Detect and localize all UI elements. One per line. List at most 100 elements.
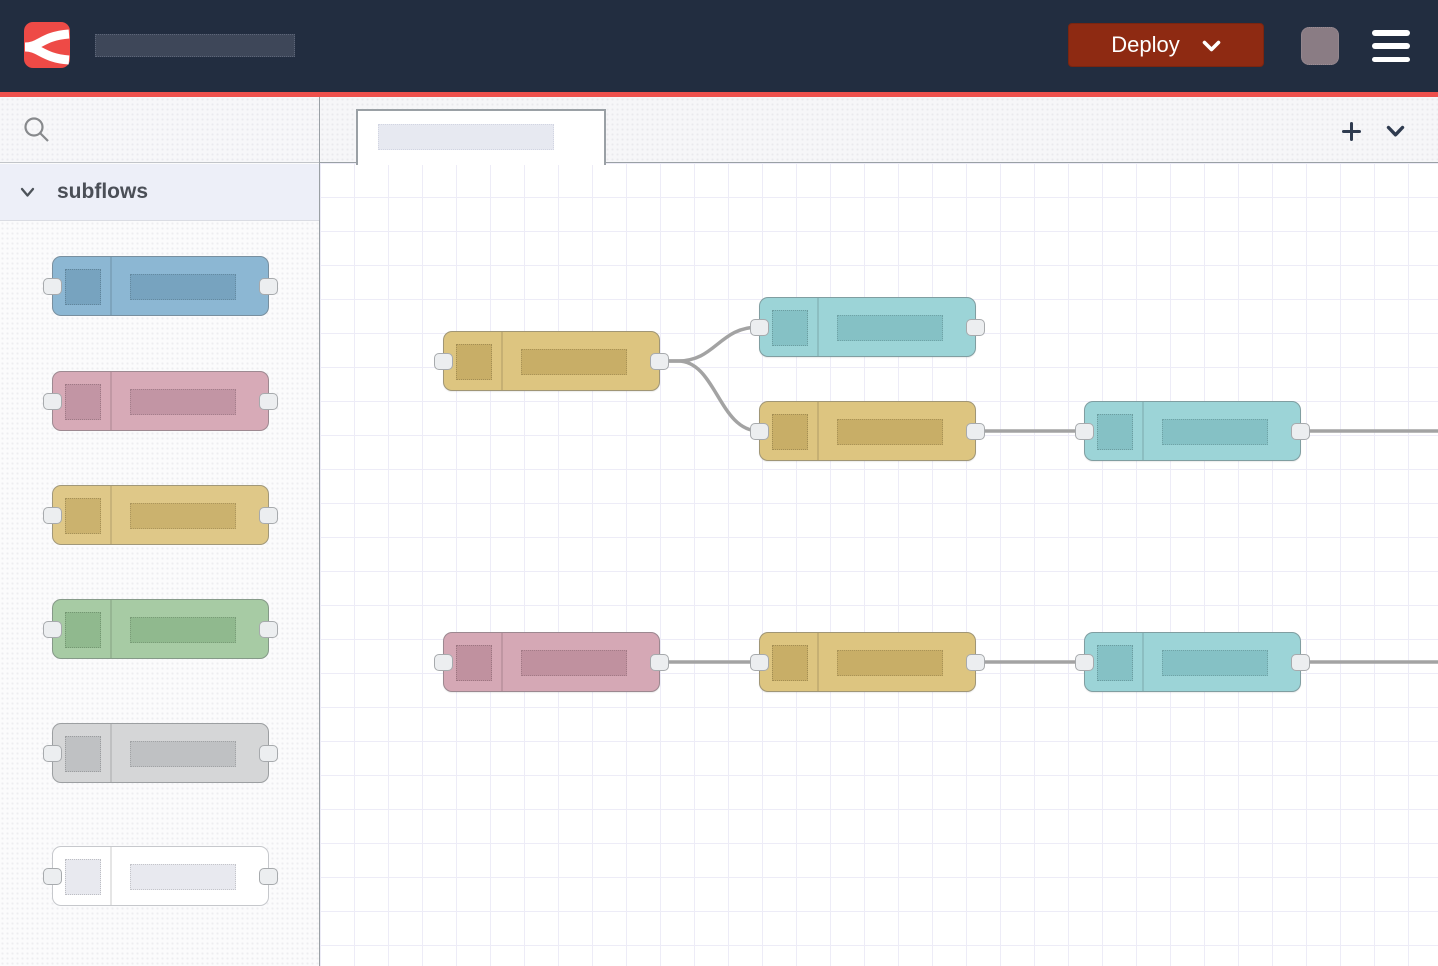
node-input-port[interactable] xyxy=(1075,423,1094,440)
node-icon-placeholder xyxy=(456,645,492,681)
node-input-port[interactable] xyxy=(1075,654,1094,671)
node-input-port[interactable] xyxy=(750,423,769,440)
deploy-chevron-down-icon[interactable] xyxy=(1202,40,1221,53)
palette-sidebar: subflows xyxy=(0,97,320,966)
node-output-port[interactable] xyxy=(259,868,278,885)
node-red-fork-icon xyxy=(24,22,70,68)
node-label-placeholder xyxy=(837,419,943,445)
node-divider xyxy=(110,724,112,782)
node-input-port[interactable] xyxy=(43,745,62,762)
palette-search[interactable] xyxy=(0,97,319,163)
node-divider xyxy=(1142,633,1144,691)
header-title-placeholder xyxy=(95,34,295,57)
node-output-port[interactable] xyxy=(966,423,985,440)
node-input-port[interactable] xyxy=(750,654,769,671)
node-label-placeholder xyxy=(1162,419,1268,445)
node-icon-placeholder xyxy=(65,612,101,648)
deploy-button-label: Deploy xyxy=(1111,32,1179,58)
palette-node-blue[interactable] xyxy=(52,256,269,316)
node-label-placeholder xyxy=(130,741,236,767)
flow-node-pink-1[interactable] xyxy=(443,632,660,692)
node-icon-placeholder xyxy=(65,384,101,420)
node-output-port[interactable] xyxy=(650,353,669,370)
node-input-port[interactable] xyxy=(43,278,62,295)
palette-node-pink[interactable] xyxy=(52,371,269,431)
node-divider xyxy=(110,600,112,658)
node-output-port[interactable] xyxy=(1291,423,1310,440)
node-divider xyxy=(817,633,819,691)
node-label-placeholder xyxy=(130,617,236,643)
wires-layer xyxy=(320,163,1438,966)
flow-node-yellow-1[interactable] xyxy=(443,331,660,391)
node-icon-placeholder xyxy=(772,310,808,346)
palette-node-gray[interactable] xyxy=(52,723,269,783)
node-input-port[interactable] xyxy=(43,507,62,524)
node-divider xyxy=(110,486,112,544)
palette-list xyxy=(0,221,319,966)
node-icon-placeholder xyxy=(1097,645,1133,681)
node-icon-placeholder xyxy=(772,414,808,450)
node-label-placeholder xyxy=(130,503,236,529)
node-label-placeholder xyxy=(521,349,627,375)
node-output-port[interactable] xyxy=(259,507,278,524)
flow-node-cyan-2[interactable] xyxy=(1084,401,1301,461)
node-label-placeholder xyxy=(837,315,943,341)
node-input-port[interactable] xyxy=(43,868,62,885)
node-icon-placeholder xyxy=(65,859,101,895)
node-input-port[interactable] xyxy=(43,621,62,638)
workspace-tabbar xyxy=(320,97,1438,163)
palette-node-yellow[interactable] xyxy=(52,485,269,545)
node-output-port[interactable] xyxy=(1291,654,1310,671)
node-icon-placeholder xyxy=(456,344,492,380)
node-output-port[interactable] xyxy=(259,393,278,410)
node-label-placeholder xyxy=(521,650,627,676)
flow-tab-label-placeholder xyxy=(378,124,554,150)
palette-node-green[interactable] xyxy=(52,599,269,659)
node-output-port[interactable] xyxy=(966,319,985,336)
node-icon-placeholder xyxy=(65,736,101,772)
node-label-placeholder xyxy=(130,274,236,300)
flow-tab[interactable] xyxy=(356,109,606,165)
node-input-port[interactable] xyxy=(434,353,453,370)
wire[interactable] xyxy=(660,327,759,361)
node-divider xyxy=(817,298,819,356)
node-label-placeholder xyxy=(1162,650,1268,676)
top-header: Deploy xyxy=(0,0,1438,92)
node-icon-placeholder xyxy=(65,269,101,305)
node-label-placeholder xyxy=(837,650,943,676)
node-input-port[interactable] xyxy=(434,654,453,671)
node-label-placeholder xyxy=(130,389,236,415)
node-divider xyxy=(501,332,503,390)
chevron-down-icon xyxy=(20,187,35,198)
wire[interactable] xyxy=(660,361,759,431)
app-logo[interactable] xyxy=(24,22,70,68)
node-divider xyxy=(110,257,112,315)
node-label-placeholder xyxy=(130,864,236,890)
node-divider xyxy=(110,372,112,430)
flow-canvas[interactable] xyxy=(320,163,1438,966)
flow-node-yellow-3[interactable] xyxy=(759,632,976,692)
add-flow-button[interactable] xyxy=(1337,118,1365,144)
node-output-port[interactable] xyxy=(259,745,278,762)
tab-list-button[interactable] xyxy=(1381,118,1409,144)
node-input-port[interactable] xyxy=(750,319,769,336)
palette-node-white[interactable] xyxy=(52,846,269,906)
flow-node-cyan-3[interactable] xyxy=(1084,632,1301,692)
node-divider xyxy=(1142,402,1144,460)
node-output-port[interactable] xyxy=(966,654,985,671)
node-output-port[interactable] xyxy=(650,654,669,671)
node-output-port[interactable] xyxy=(259,621,278,638)
plus-icon xyxy=(1342,122,1361,141)
palette-section-label: subflows xyxy=(57,180,148,204)
flow-node-yellow-2[interactable] xyxy=(759,401,976,461)
palette-section-subflows[interactable]: subflows xyxy=(0,164,319,221)
node-icon-placeholder xyxy=(772,645,808,681)
node-divider xyxy=(817,402,819,460)
user-avatar[interactable] xyxy=(1301,27,1339,65)
main-menu-button[interactable] xyxy=(1372,30,1410,62)
deploy-button[interactable]: Deploy xyxy=(1068,23,1264,67)
node-output-port[interactable] xyxy=(259,278,278,295)
flow-node-cyan-1[interactable] xyxy=(759,297,976,357)
node-input-port[interactable] xyxy=(43,393,62,410)
